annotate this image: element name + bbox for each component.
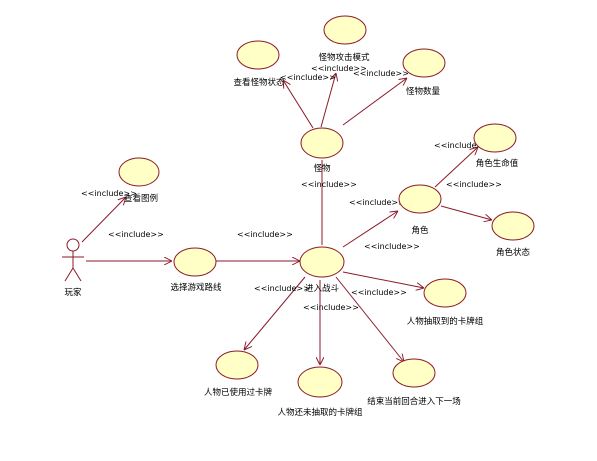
use-case-ellipse: [402, 48, 446, 78]
use-case-ellipse: [392, 358, 436, 388]
line-monster-viewstate: [283, 80, 314, 129]
actor-right-leg: [72, 267, 82, 282]
use-case-monster-attack-mode[interactable]: 怪物攻击模式: [318, 15, 370, 63]
use-case-label: 怪物: [313, 163, 331, 174]
actor-label: 玩家: [64, 287, 82, 298]
use-case-used-cards[interactable]: 人物已使用过卡牌: [204, 350, 273, 398]
use-case-label: 人物已使用过卡牌: [204, 387, 273, 398]
stereo-undrawn: <<include>>: [303, 303, 359, 312]
stereo-role-2: <<include>>: [364, 242, 420, 251]
include-lines: [81, 73, 492, 365]
use-case-ellipse: [300, 127, 344, 159]
actor-left-leg: [64, 267, 74, 282]
use-case-role-hp[interactable]: 角色生命值: [473, 123, 519, 169]
line-battle-end: [335, 276, 404, 362]
use-case-monster[interactable]: 怪物: [300, 127, 344, 174]
use-case-label: 选择游戏路线: [170, 282, 222, 293]
use-case-ellipse: [323, 15, 367, 45]
use-case-end-round[interactable]: 结束当前回合进入下一场: [367, 358, 461, 407]
actor-head: [66, 238, 80, 252]
use-case-view-legend[interactable]: 查看图例: [118, 157, 160, 204]
stereo-route: <<include>>: [108, 230, 164, 239]
use-case-label: 角色: [411, 225, 429, 236]
use-case-label: 人物还未抽取的卡牌组: [277, 407, 363, 418]
line-battle-drawn: [342, 271, 424, 288]
stereo-end: <<include>>: [351, 288, 407, 297]
use-case-label: 人物抽取到的卡牌组: [407, 316, 484, 327]
use-case-label: 怪物攻击模式: [318, 52, 370, 63]
actor-player[interactable]: 玩家: [62, 238, 84, 298]
stereo-battle: <<include>>: [237, 230, 293, 239]
use-case-label: 角色状态: [496, 247, 531, 258]
use-case-ellipse: [215, 350, 259, 380]
use-case-label: 结束当前回合进入下一场: [367, 396, 461, 407]
use-case-ellipse: [423, 278, 467, 308]
use-case-drawn-cards[interactable]: 人物抽取到的卡牌组: [407, 278, 484, 327]
stereo-viewstate: <<include>>: [280, 73, 336, 82]
use-case-ellipse: [297, 366, 343, 398]
use-case-ellipse: [299, 246, 345, 278]
line-player-legend: [81, 197, 126, 243]
use-case-label: 角色生命值: [476, 158, 519, 169]
stereo-state: <<include>>: [446, 180, 502, 189]
stereo-role: <<include>>: [349, 198, 405, 207]
stereo-legend: <<include>>: [81, 189, 137, 198]
use-case-monster-count[interactable]: 怪物数量: [402, 48, 446, 97]
line-role-hp: [434, 147, 478, 188]
use-case-select-route[interactable]: 选择游戏路线: [170, 247, 222, 293]
use-case-undrawn-cards[interactable]: 人物还未抽取的卡牌组: [277, 366, 363, 418]
stereo-attack: <<include>>: [311, 64, 367, 73]
use-case-label: 查看怪物状态: [233, 77, 285, 88]
use-case-enter-battle[interactable]: 进入战斗: [299, 246, 345, 294]
line-battle-role: [342, 211, 398, 248]
line-monster-attack: [320, 73, 336, 128]
use-case-role-state[interactable]: 角色状态: [491, 211, 535, 258]
stereo-hp: <<include>>: [434, 141, 490, 150]
stereotype-labels: <<include>> <<include>> <<include>> <<in…: [81, 64, 502, 312]
use-case-ellipse: [398, 184, 442, 214]
use-case-ellipse: [491, 211, 535, 241]
use-case-ellipse: [118, 157, 160, 187]
use-case-view-monster-state[interactable]: 查看怪物状态: [233, 40, 285, 88]
stereo-count: <<include>>: [353, 69, 409, 78]
line-battle-used: [244, 276, 306, 350]
stereo-monster: <<include>>: [301, 180, 357, 189]
use-case-label: 怪物数量: [406, 86, 441, 97]
line-monster-count: [342, 78, 407, 126]
use-case-ellipse: [236, 40, 280, 70]
use-case-ellipse: [473, 123, 517, 153]
use-case-label: 进入战斗: [305, 283, 340, 294]
use-case-role[interactable]: 角色: [398, 184, 442, 236]
use-case-label: 查看图例: [124, 193, 158, 204]
use-case-ellipse: [173, 247, 217, 277]
stereo-used: <<include>>: [254, 284, 310, 293]
line-role-state: [440, 205, 492, 220]
